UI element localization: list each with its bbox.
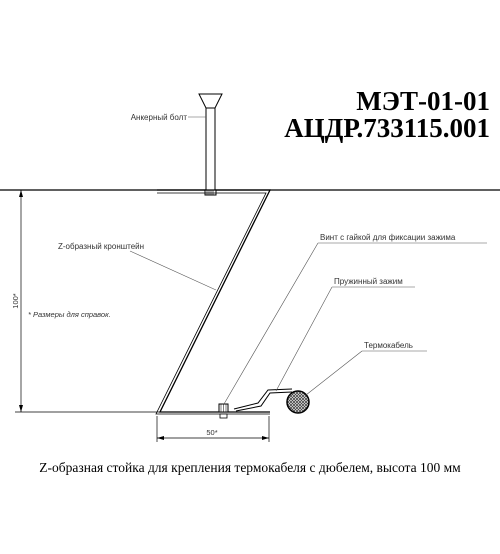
thermocable <box>286 390 310 414</box>
anchor-bolt <box>198 93 223 196</box>
product-model: МЭТ-01-01 <box>356 86 490 116</box>
thermocable-leader <box>305 350 363 396</box>
z-bracket-leader <box>129 250 217 291</box>
spring-clamp-leader <box>275 286 333 392</box>
z-bracket <box>155 189 272 415</box>
height-dimension <box>19 190 23 412</box>
thermocable-label: Термокабель <box>364 341 413 350</box>
anchor-bolt-label: Анкерный болт <box>131 113 188 122</box>
product-code: АЦДР.733115.001 <box>284 113 490 143</box>
width-dimension-label: 50* <box>206 428 217 437</box>
spring-clamp-label: Пружинный зажим <box>334 277 403 286</box>
spring-clamp <box>233 388 293 412</box>
screw-nut-label: Винт с гайкой для фиксации зажима <box>320 233 456 242</box>
reference-note: * Размеры для справок. <box>28 310 111 319</box>
figure-caption: Z-образная стойка для крепления термокаб… <box>39 460 461 475</box>
height-dimension-label: 100* <box>11 293 20 309</box>
screw-with-nut <box>218 403 229 419</box>
z-bracket-label: Z-образный кронштейн <box>58 242 144 251</box>
screw-nut-leader <box>223 242 319 405</box>
width-dimension <box>156 416 270 442</box>
